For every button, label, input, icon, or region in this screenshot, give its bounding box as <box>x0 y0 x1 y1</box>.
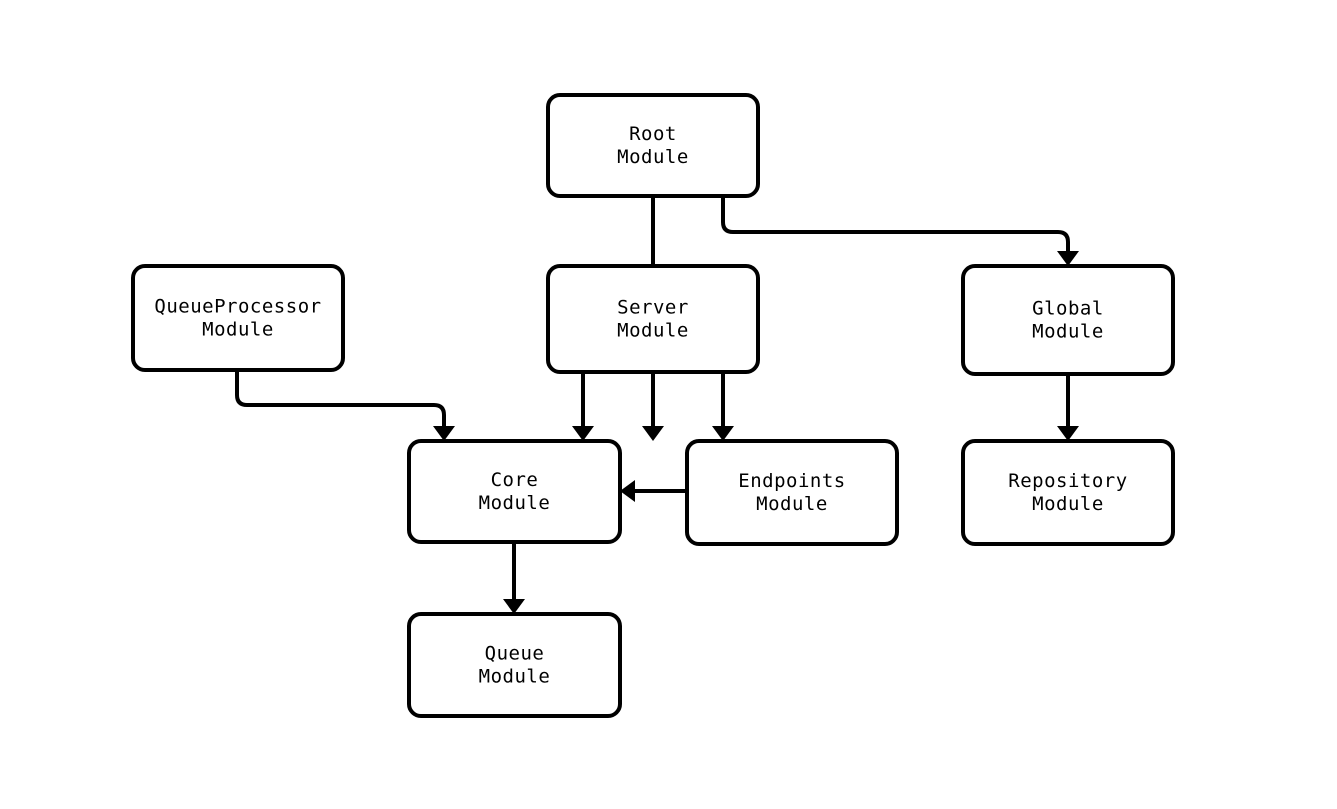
node-label-name-server: Server <box>617 297 689 319</box>
node-label-name-queueprocessor: QueueProcessor <box>154 296 321 318</box>
arrow-head-icon <box>503 599 525 614</box>
node-label-kind-endpoints: Module <box>756 493 828 515</box>
arrow-head-icon <box>1057 426 1079 441</box>
node-box-server[interactable] <box>546 264 760 374</box>
arrow-head-icon <box>1057 251 1079 266</box>
arrow-head-icon <box>433 426 455 441</box>
arrow-head-icon <box>642 426 664 441</box>
node-box-core[interactable] <box>407 439 622 544</box>
node-label-name-repository: Repository <box>1008 470 1127 492</box>
node-label-kind-server: Module <box>617 320 689 342</box>
edge-server-to-endpoints <box>712 372 734 441</box>
node-label-name-core: Core <box>491 469 539 491</box>
edges-layer <box>235 196 1079 614</box>
arrow-head-icon <box>572 426 594 441</box>
node-box-root[interactable] <box>546 93 760 198</box>
arrow-head-icon <box>620 480 635 502</box>
node-label-name-endpoints: Endpoints <box>738 470 845 492</box>
node-label-kind-core: Module <box>479 492 551 514</box>
edge-endpoints-to-core <box>620 480 687 502</box>
edge-line <box>721 196 1070 253</box>
edge-core-to-queue <box>503 542 525 614</box>
node-label-kind-root: Module <box>617 146 689 168</box>
node-box-repository[interactable] <box>961 439 1175 546</box>
node-box-queueprocessor[interactable] <box>131 264 345 372</box>
edge-root-to-global <box>721 196 1079 266</box>
edge-server-to-core <box>572 372 594 441</box>
node-label-kind-repository: Module <box>1032 493 1104 515</box>
arrow-head-icon <box>712 426 734 441</box>
nodes-layer: RootModuleQueueProcessorModuleServerModu… <box>131 93 1175 718</box>
node-label-name-root: Root <box>629 123 677 145</box>
node-box-endpoints[interactable] <box>685 439 899 546</box>
node-box-queue[interactable] <box>407 612 622 718</box>
node-label-kind-global: Module <box>1032 321 1104 343</box>
node-label-kind-queue: Module <box>479 666 551 688</box>
edge-global-to-repository <box>1057 374 1079 441</box>
edge-line <box>235 370 446 428</box>
node-label-name-queue: Queue <box>485 643 545 665</box>
edge-queueprocessor-to-core <box>235 370 455 441</box>
node-label-name-global: Global <box>1032 298 1104 320</box>
node-label-kind-queueprocessor: Module <box>202 319 274 341</box>
node-box-global[interactable] <box>961 264 1175 376</box>
